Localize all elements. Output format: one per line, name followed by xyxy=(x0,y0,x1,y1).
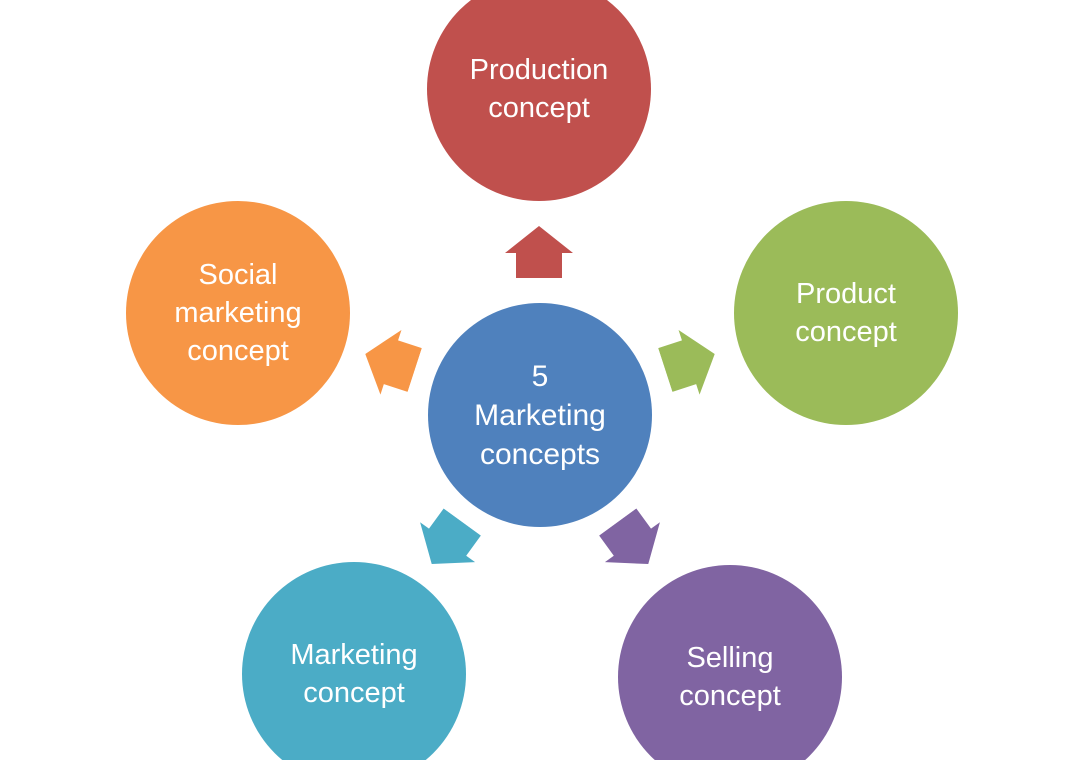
node-selling-concept: Selling concept xyxy=(618,565,842,760)
arrow-to-social-marketing-icon xyxy=(355,322,425,403)
node-product-concept: Product concept xyxy=(734,201,958,425)
node-marketing-concept: Marketing concept xyxy=(242,562,466,760)
node-production-concept-label: Production concept xyxy=(469,54,609,124)
node-social-marketing-concept: Social marketing concept xyxy=(126,201,350,425)
arrow-to-product-icon xyxy=(655,322,725,403)
block-arrow-icon xyxy=(365,329,422,395)
arrow-to-marketing-icon xyxy=(404,502,490,584)
node-product-concept-label: Product concept xyxy=(795,278,897,348)
block-arrow-icon xyxy=(420,508,481,565)
arrow-to-selling-icon xyxy=(590,502,676,584)
node-marketing-concept-label: Marketing concept xyxy=(290,639,418,709)
block-arrow-icon xyxy=(505,226,573,278)
block-arrow-icon xyxy=(658,329,715,395)
node-production-concept: Production concept xyxy=(427,0,651,201)
center-node-label: 5 Marketing concepts xyxy=(474,359,606,471)
block-arrow-icon xyxy=(599,508,660,565)
node-social-marketing-concept-label: Social marketing concept xyxy=(174,259,302,367)
arrow-to-production-icon xyxy=(505,226,573,278)
node-selling-concept-label: Selling concept xyxy=(679,642,781,712)
center-node-5-marketing-concepts: 5 Marketing concepts xyxy=(428,303,652,527)
